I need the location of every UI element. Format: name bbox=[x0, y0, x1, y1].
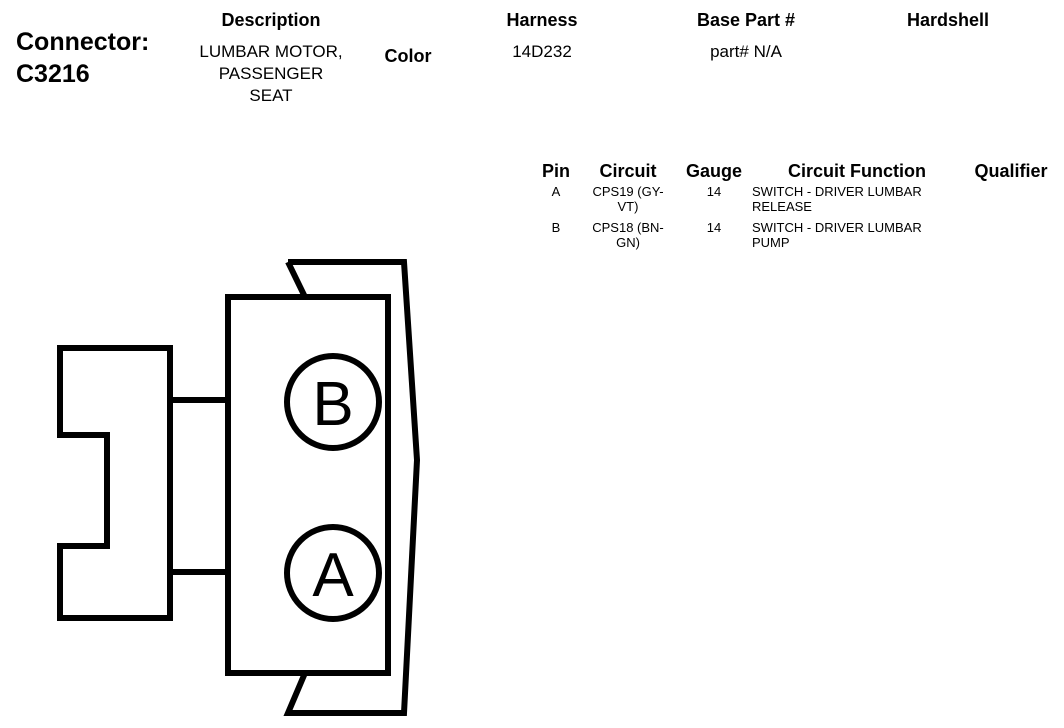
connector-shroud-outline bbox=[283, 259, 421, 716]
function-line: RELEASE bbox=[752, 199, 812, 214]
column-header-gauge: Gauge bbox=[685, 160, 742, 181]
pin-table-header-row: Pin Circuit Gauge Circuit Function Quali… bbox=[536, 158, 1056, 184]
connector-id: C3216 bbox=[16, 60, 90, 88]
pin-cell: B bbox=[551, 220, 561, 235]
circuit-line: GN) bbox=[616, 235, 640, 250]
function-line: PUMP bbox=[752, 235, 790, 250]
table-row: B CPS18 (BN- GN) 14 SWITCH - DRIVER LUMB… bbox=[536, 220, 1056, 256]
base-part-value: part# N/A bbox=[710, 42, 782, 61]
connector-title: Connector: C3216 bbox=[16, 26, 149, 90]
gauge-cell: 14 bbox=[706, 220, 722, 235]
function-line: SWITCH - DRIVER LUMBAR bbox=[752, 184, 922, 199]
function-cell: SWITCH - DRIVER LUMBAR RELEASE bbox=[748, 184, 966, 220]
base-part-header: Base Part # bbox=[696, 10, 796, 30]
connector-housing bbox=[225, 294, 391, 676]
hardshell-header: Hardshell bbox=[906, 10, 990, 30]
description-line: SEAT bbox=[249, 86, 293, 105]
pin-table: Pin Circuit Gauge Circuit Function Quali… bbox=[536, 158, 1056, 256]
pin-b-socket bbox=[284, 353, 382, 451]
harness-header: Harness bbox=[506, 10, 578, 30]
column-header-circuit-function: Circuit Function bbox=[788, 160, 926, 181]
circuit-cell: CPS19 (GY- VT) bbox=[576, 184, 680, 220]
pin-a-label: A bbox=[312, 541, 354, 610]
pin-b-label: B bbox=[312, 370, 353, 439]
harness-value: 14D232 bbox=[512, 42, 572, 61]
description-line: PASSENGER bbox=[218, 64, 324, 83]
circuit-line: CPS18 (BN- bbox=[592, 220, 664, 235]
circuit-cell: CPS18 (BN- GN) bbox=[576, 220, 680, 256]
function-line: SWITCH - DRIVER LUMBAR bbox=[752, 220, 922, 235]
description-value: LUMBAR MOTOR, PASSENGER SEAT bbox=[180, 41, 362, 107]
column-header-qualifier: Qualifier bbox=[974, 160, 1048, 181]
function-cell: SWITCH - DRIVER LUMBAR PUMP bbox=[748, 220, 966, 256]
color-header: Color bbox=[384, 46, 432, 66]
connector-latch-outline bbox=[57, 345, 173, 621]
column-header-circuit: Circuit bbox=[599, 160, 657, 181]
column-header-pin: Pin bbox=[541, 160, 570, 181]
gauge-cell: 14 bbox=[706, 184, 722, 199]
description-header: Description bbox=[221, 10, 321, 30]
table-row: A CPS19 (GY- VT) 14 SWITCH - DRIVER LUMB… bbox=[536, 184, 1056, 220]
pin-a-socket bbox=[284, 524, 382, 622]
pin-cell: A bbox=[551, 184, 561, 199]
connector-label: Connector: bbox=[16, 28, 150, 56]
description-line: LUMBAR MOTOR, bbox=[199, 42, 343, 61]
circuit-line: VT) bbox=[617, 199, 639, 214]
circuit-line: CPS19 (GY- bbox=[592, 184, 664, 199]
